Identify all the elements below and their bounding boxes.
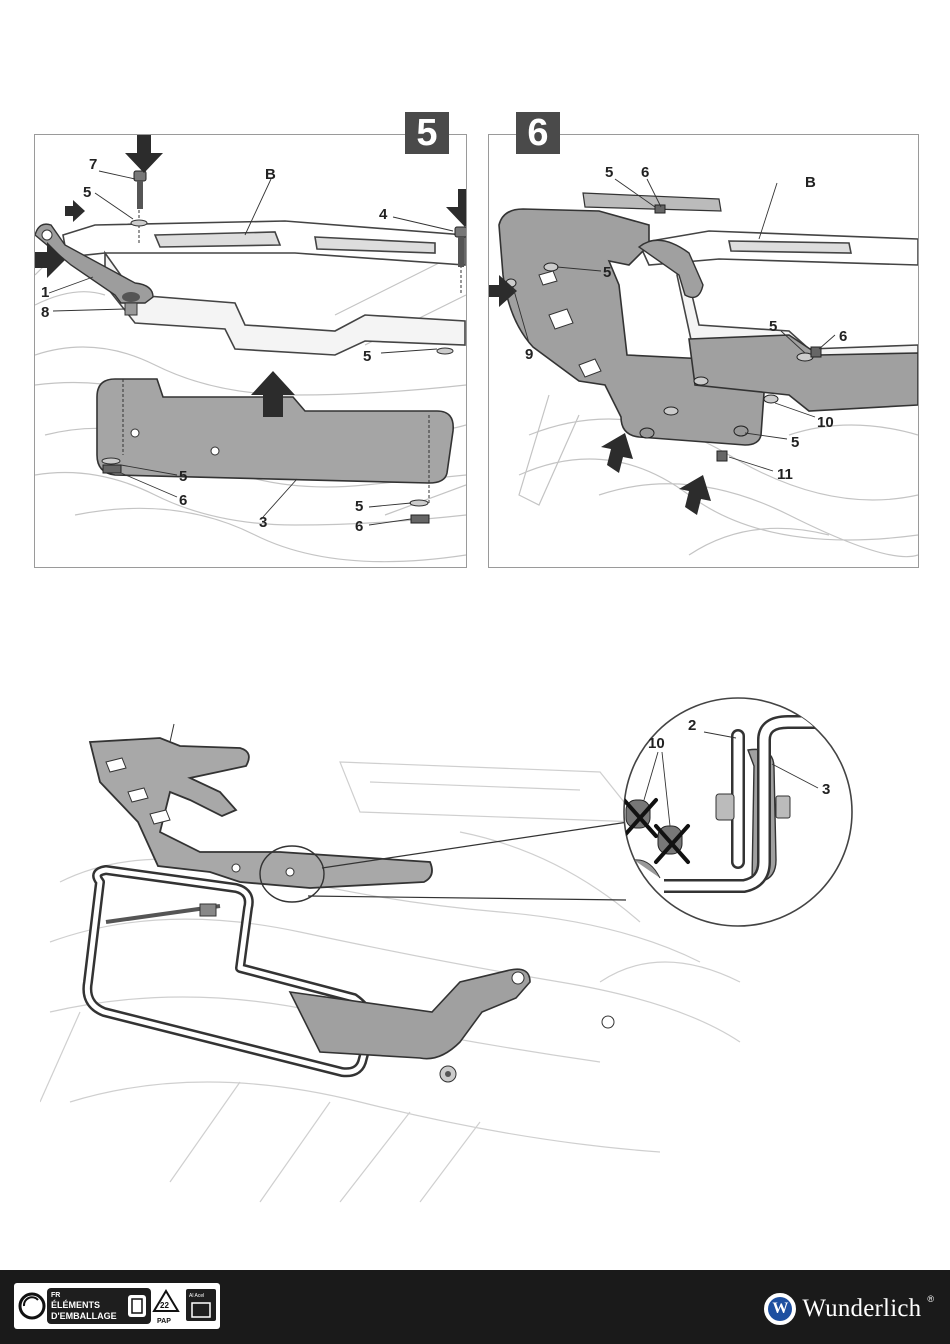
step-6-illustration: 5 6 B 5 9 5 6 10 5 11 (489, 135, 918, 567)
callout-1: 1 (41, 284, 49, 301)
callout-4: 4 (379, 206, 388, 223)
callout-3: 3 (822, 781, 830, 798)
callout-6: 6 (179, 492, 187, 509)
brand-registered: ® (927, 1294, 934, 1304)
recycling-label-graphic: FR ÉLÉMENTS D'EMBALLAGE 22 PAP Al Acel (14, 1283, 220, 1329)
step-5-badge: 5 (405, 112, 449, 154)
pack-bin: Al Acel (189, 1293, 204, 1299)
callout-b: B (805, 174, 816, 191)
callout-8: 8 (41, 304, 49, 321)
step-5-illustration: 7 5 1 8 B 4 5 5 6 3 5 6 (35, 135, 466, 567)
callout-10: 10 (648, 735, 665, 752)
pack-material: PAP (157, 1318, 171, 1325)
callout-5: 5 (355, 498, 363, 515)
pack-line-2: D'EMBALLAGE (51, 1311, 117, 1321)
wunderlich-logo: W Wunderlich ® (764, 1294, 934, 1324)
zoom-detail: 10 2 3 (604, 682, 874, 952)
callout-6: 6 (641, 164, 649, 181)
callout-7: 7 (89, 156, 97, 173)
callout-6: 6 (355, 518, 363, 535)
callout-5: 5 (769, 318, 777, 335)
callout-b: B (265, 166, 276, 183)
callout-10: 10 (817, 414, 834, 431)
wunderlich-logo-mark: W (764, 1293, 796, 1325)
footer-bar: FR ÉLÉMENTS D'EMBALLAGE 22 PAP Al Acel W… (0, 1270, 950, 1344)
brand-name: Wunderlich (802, 1295, 921, 1323)
zoom-detail-drawing: 10 2 3 (604, 682, 874, 952)
callout-3: 3 (259, 514, 267, 531)
callout-5: 5 (363, 348, 371, 365)
pack-country: FR (51, 1292, 60, 1299)
brand-mark-letter: W (768, 1297, 792, 1321)
pack-code: 22 (160, 1301, 169, 1310)
callout-5: 5 (791, 434, 799, 451)
callout-5: 5 (605, 164, 613, 181)
recycling-label: FR ÉLÉMENTS D'EMBALLAGE 22 PAP Al Acel (14, 1283, 220, 1329)
step-6-panel: 5 6 B 5 9 5 6 10 5 11 (488, 134, 919, 568)
callout-11: 11 (777, 466, 793, 483)
pack-line-1: ÉLÉMENTS (51, 1300, 100, 1310)
callout-2: 2 (688, 717, 696, 734)
callout-6: 6 (839, 328, 847, 345)
callout-5: 5 (603, 264, 611, 281)
step-6-badge: 6 (516, 112, 560, 154)
callout-9: 9 (525, 346, 533, 363)
step-5-panel: 7 5 1 8 B 4 5 5 6 3 5 6 (34, 134, 467, 568)
callout-5: 5 (83, 184, 91, 201)
callout-5: 5 (179, 468, 187, 485)
